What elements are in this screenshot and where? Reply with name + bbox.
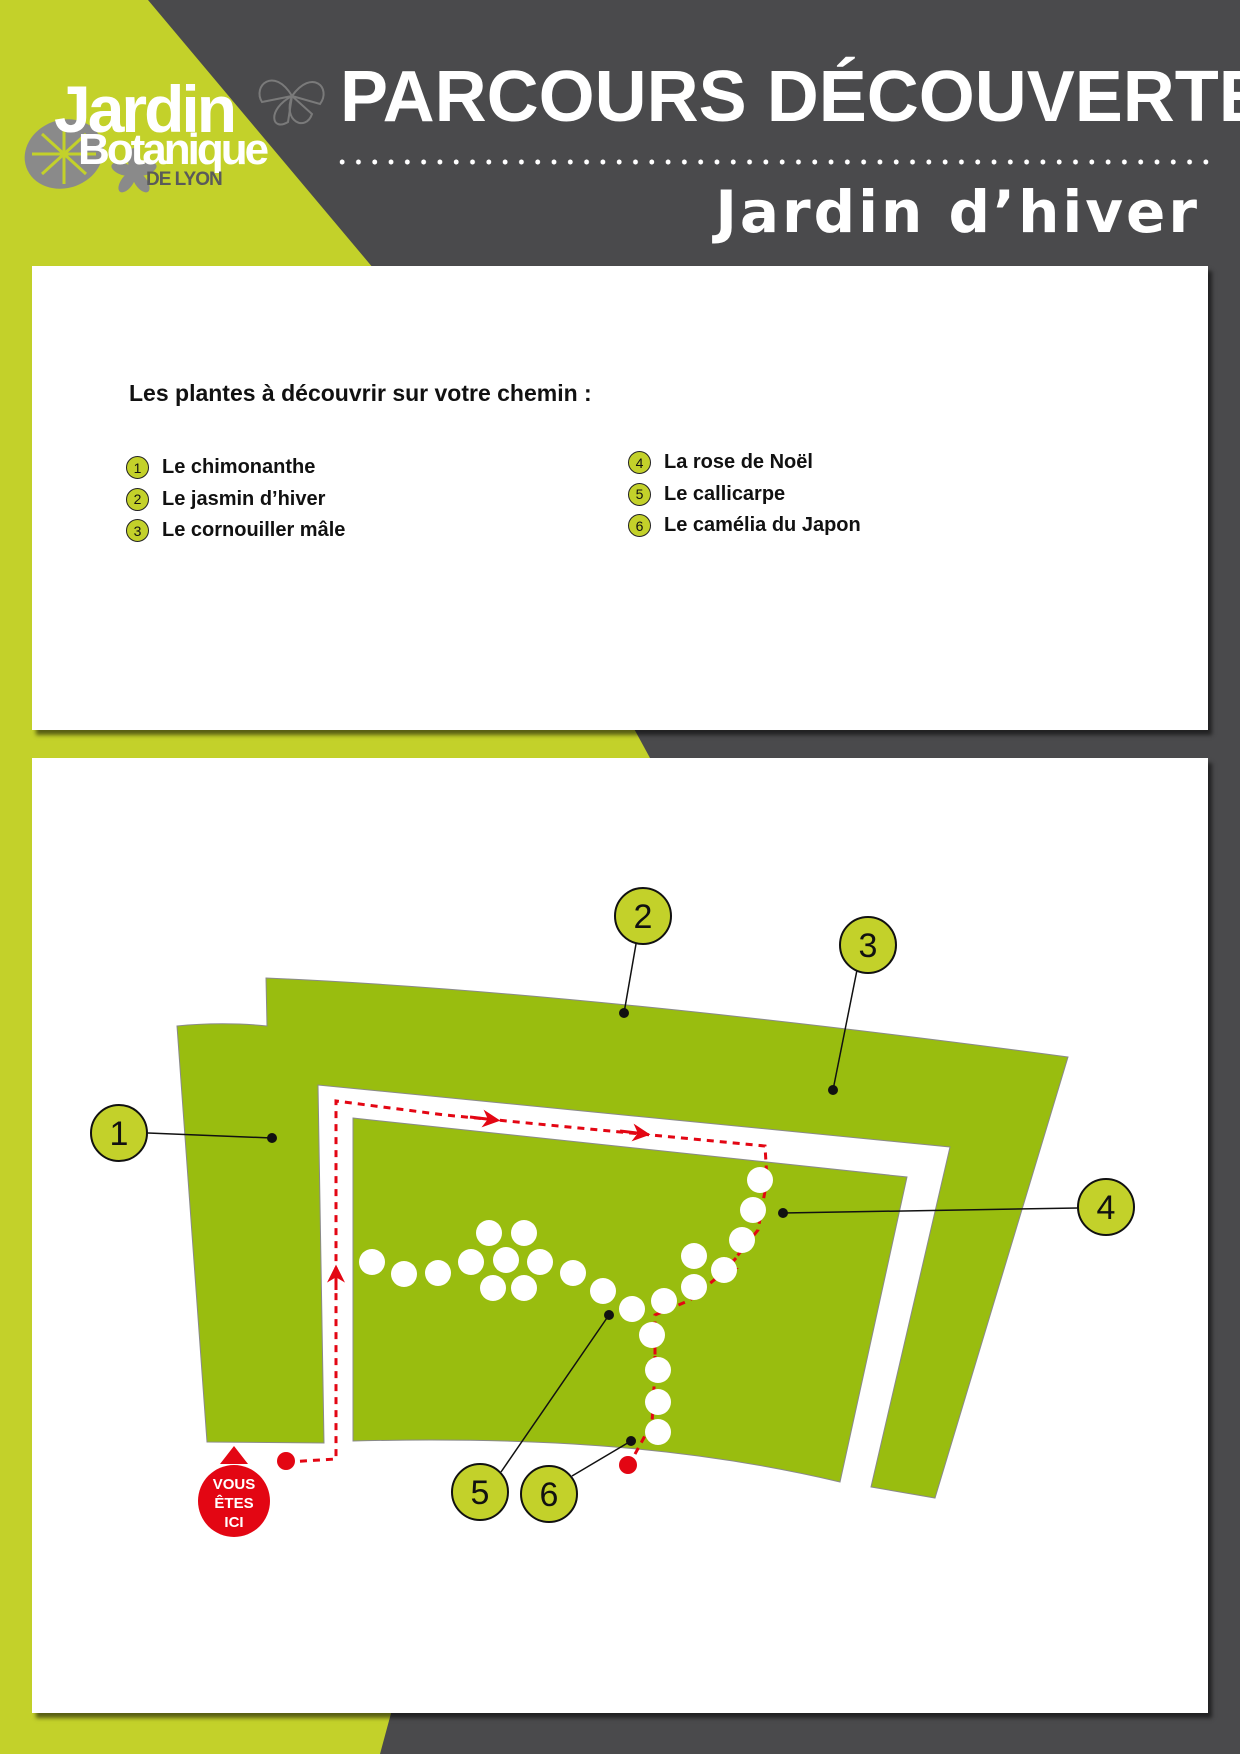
svg-text:1: 1 [110, 1115, 129, 1153]
svg-text:5: 5 [471, 1474, 490, 1512]
map-marker-5: 5 [451, 1463, 509, 1521]
plant-item-3: 3 Le cornouiller mâle [126, 515, 345, 547]
map-marker-4: 4 [1077, 1178, 1135, 1236]
plant-name: Le jasmin d’hiver [162, 487, 326, 510]
plant-name: La rose de Noël [664, 451, 813, 474]
number-badge: 2 [126, 487, 149, 511]
plant-name: Le chimonanthe [162, 456, 316, 479]
plant-list-panel: Les plantes à découvrir sur votre chemin… [32, 266, 1208, 730]
plant-item-6: 6 Le camélia du Japon [628, 510, 861, 542]
logo-botanique-text: Botanique [78, 125, 269, 174]
plant-list-heading: Les plantes à découvrir sur votre chemin… [129, 380, 592, 406]
dotted-divider [334, 158, 1214, 166]
map-marker-6: 6 [520, 1465, 578, 1523]
page-subtitle: Jardin d’hiver [715, 178, 1200, 246]
plant-item-4: 4 La rose de Noël [628, 447, 861, 479]
flower-leaf-icon [24, 79, 325, 193]
logo-delyon-text: DE LYON [146, 169, 223, 190]
plant-name: Le cornouiller mâle [162, 519, 346, 542]
logo-jardin-text: Jardin [54, 72, 237, 146]
number-badge: 6 [628, 514, 651, 538]
plant-list-right: 4 La rose de Noël 5 Le callicarpe 6 Le c… [628, 447, 861, 542]
svg-text:VOUS: VOUS [213, 1476, 256, 1493]
page-title: PARCOURS DÉCOUVERTE [340, 57, 1240, 137]
number-badge: 1 [126, 456, 149, 480]
svg-text:4: 4 [1097, 1189, 1116, 1227]
you-are-here-marker: VOUS ÊTES ICI [198, 1446, 270, 1537]
outer-garden-bed [176, 977, 1069, 1499]
marker-anchors [267, 1008, 838, 1446]
number-badge: 3 [126, 519, 149, 543]
map-marker-1: 1 [90, 1104, 148, 1162]
route-path [286, 1099, 769, 1466]
plant-item-2: 2 Le jasmin d’hiver [126, 484, 345, 516]
map-marker-3: 3 [839, 916, 897, 974]
svg-text:3: 3 [859, 927, 878, 965]
plant-name: Le callicarpe [664, 482, 786, 505]
svg-text:6: 6 [540, 1476, 559, 1514]
plant-name: Le camélia du Japon [664, 514, 861, 537]
plant-item-5: 5 Le callicarpe [628, 479, 861, 511]
route-end-dot [619, 1456, 637, 1474]
route-start-dot [277, 1452, 295, 1470]
stepping-stones [359, 1167, 773, 1445]
number-badge: 4 [628, 451, 651, 475]
svg-text:2: 2 [634, 898, 653, 936]
svg-text:ICI: ICI [224, 1514, 243, 1531]
map-marker-2: 2 [614, 887, 672, 945]
plant-list-left: 1 Le chimonanthe 2 Le jasmin d’hiver 3 L… [126, 452, 345, 547]
marker-leaders [147, 943, 1079, 1477]
jardin-botanique-logo: Jardin Botanique DE LYON [22, 62, 342, 202]
plant-item-1: 1 Le chimonanthe [126, 452, 345, 484]
svg-text:ÊTES: ÊTES [214, 1494, 253, 1512]
number-badge: 5 [628, 482, 651, 506]
